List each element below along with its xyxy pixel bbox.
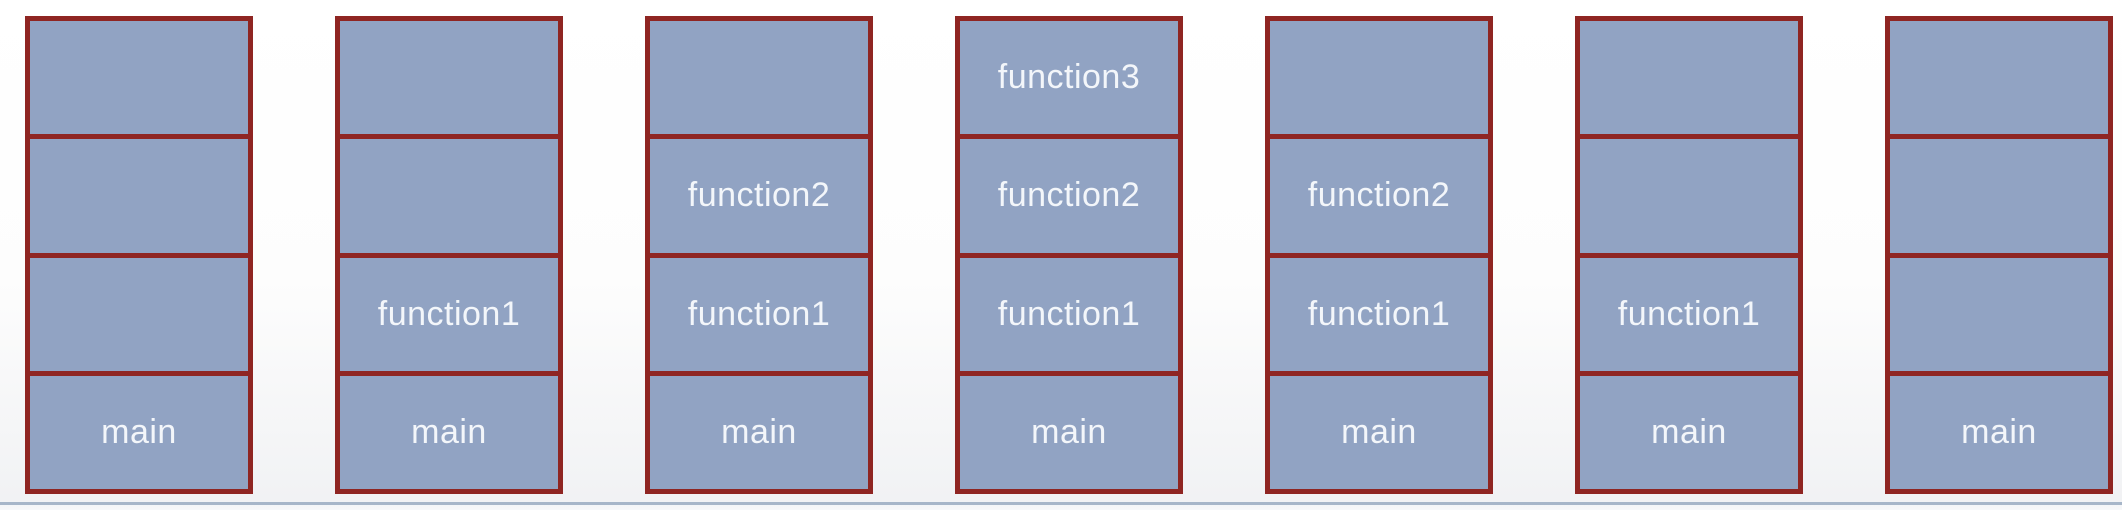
stack-frame-function1: function1 [1580, 257, 1798, 371]
stack-frame [1890, 257, 2108, 371]
call-stack-6: function1 main [1575, 16, 1803, 494]
baseline-divider [0, 502, 2122, 505]
stack-frame-function1: function1 [650, 257, 868, 371]
stack-frame [30, 257, 248, 371]
call-stack-7: main [1885, 16, 2113, 494]
stack-frame [1580, 139, 1798, 253]
stack-frame-main: main [30, 375, 248, 489]
stack-frame [650, 21, 868, 135]
stack-frame [340, 139, 558, 253]
stack-frame [30, 139, 248, 253]
call-stack-diagram: main function1 main function2 function1 … [25, 16, 2113, 494]
stack-frame [340, 21, 558, 135]
call-stack-4: function3 function2 function1 main [955, 16, 1183, 494]
stack-frame-function2: function2 [960, 139, 1178, 253]
call-stack-2: function1 main [335, 16, 563, 494]
stack-frame [1890, 139, 2108, 253]
stack-frame-function2: function2 [650, 139, 868, 253]
stack-frame-function1: function1 [340, 257, 558, 371]
stack-frame-function1: function1 [960, 257, 1178, 371]
stack-frame-function2: function2 [1270, 139, 1488, 253]
stack-frame-function1: function1 [1270, 257, 1488, 371]
call-stack-3: function2 function1 main [645, 16, 873, 494]
stack-frame [1270, 21, 1488, 135]
stack-frame-function3: function3 [960, 21, 1178, 135]
stack-frame-main: main [340, 375, 558, 489]
stack-frame [1580, 21, 1798, 135]
call-stack-5: function2 function1 main [1265, 16, 1493, 494]
stack-frame-main: main [960, 375, 1178, 489]
stack-frame-main: main [1270, 375, 1488, 489]
stack-frame-main: main [650, 375, 868, 489]
stack-frame-main: main [1580, 375, 1798, 489]
stack-frame [30, 21, 248, 135]
stack-frame-main: main [1890, 375, 2108, 489]
stack-frame [1890, 21, 2108, 135]
call-stack-1: main [25, 16, 253, 494]
